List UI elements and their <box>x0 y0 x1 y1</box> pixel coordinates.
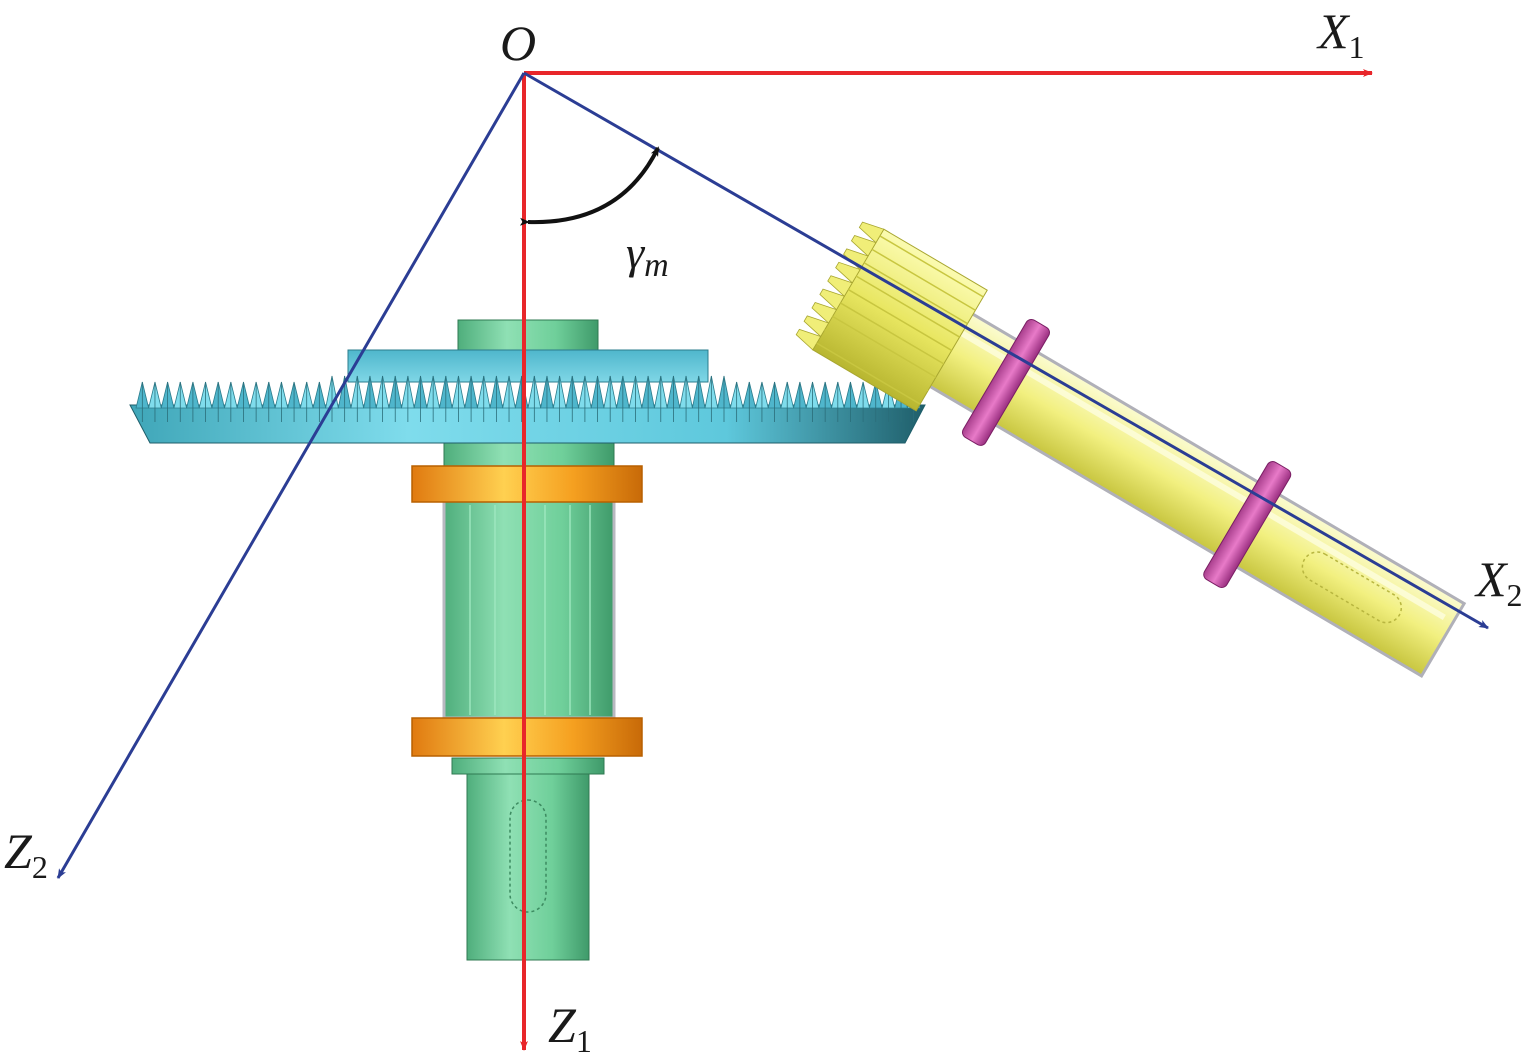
pinion-tooth-groove <box>832 315 937 378</box>
pinion-tooth <box>819 288 845 311</box>
pinion-shaft-highlight <box>960 330 1446 621</box>
wheel-shaft-keyway <box>509 799 547 913</box>
pinion-assembly <box>795 221 1467 678</box>
pinion-gear-teeth <box>795 221 984 405</box>
pinion-bearing-upper <box>961 318 1050 446</box>
wheel-shaft-middle <box>442 498 616 720</box>
wheel-bearing-upper <box>411 465 643 503</box>
angle-gamma-label: γm <box>626 227 669 284</box>
wheel-shaft-top <box>457 319 599 355</box>
frame-1-axes <box>520 69 1373 1051</box>
pinion-tooth <box>858 221 885 244</box>
pinion-shaft <box>911 302 1467 678</box>
pinion-bearing-lower <box>1203 461 1292 589</box>
pinion-tooth <box>835 261 861 284</box>
wheel-shaft-collar <box>451 757 605 775</box>
pinion-tooth-groove <box>824 329 929 392</box>
frame-2-axes <box>56 71 1489 879</box>
wheel-shaft-grooves <box>469 505 591 715</box>
origin-label: O <box>500 15 536 71</box>
pinion-tooth-groove <box>840 302 945 365</box>
z2-label: Z2 <box>4 823 48 885</box>
wheel-bearing-lower <box>411 717 643 757</box>
pinion-shaft-keyway <box>1301 551 1403 624</box>
wheel-hub <box>347 349 709 383</box>
pinion-tooth <box>795 328 822 351</box>
pinion-tooth-groove <box>847 288 953 352</box>
pinion-tooth <box>843 248 869 271</box>
pinion-tooth-groove <box>879 235 984 298</box>
pinion-tooth <box>803 315 830 338</box>
wheel-gear-teeth <box>135 375 921 422</box>
z1-label: Z1 <box>548 997 592 1059</box>
pinion-tooth-groove <box>816 342 921 405</box>
angle-gamma-arc <box>519 146 660 226</box>
wheel-gear-body <box>129 404 926 444</box>
pinion-tooth-groove <box>863 262 968 325</box>
wheel-shaft-upper-neck <box>443 439 615 471</box>
x1-label: X1 <box>1316 3 1365 65</box>
wheel-assembly <box>129 319 926 961</box>
x2-axis <box>523 71 1489 630</box>
pinion-tooth <box>827 275 853 297</box>
pinion-tooth-groove <box>871 248 976 311</box>
pinion-tooth <box>811 302 838 324</box>
pinion-tooth <box>850 235 877 257</box>
pinion-tooth-groove <box>855 275 960 338</box>
wheel-shaft-lower <box>466 771 590 961</box>
z2-axis <box>56 72 526 879</box>
x2-label: X2 <box>1474 551 1523 613</box>
